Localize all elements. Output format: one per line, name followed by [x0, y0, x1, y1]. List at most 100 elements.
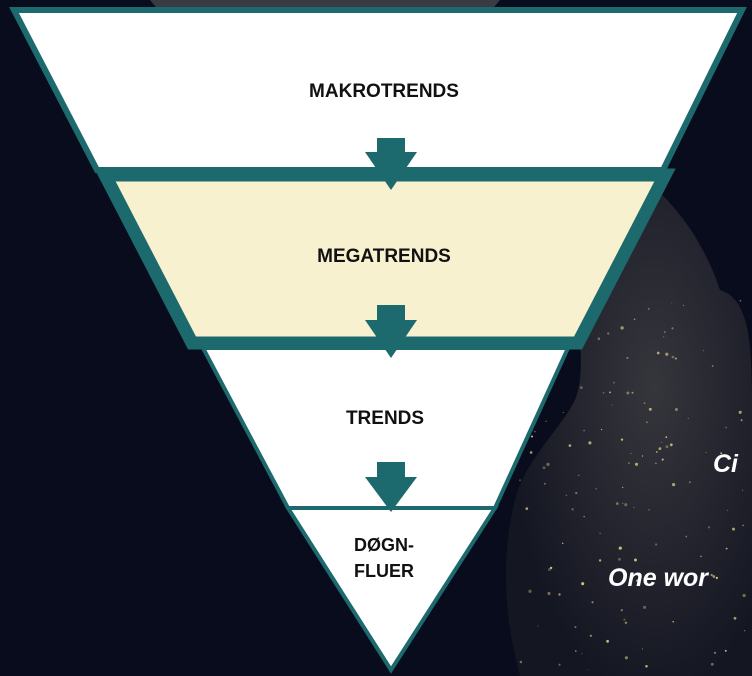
city-light [742, 489, 744, 491]
city-light [599, 532, 601, 534]
city-light [519, 660, 523, 664]
city-light [529, 451, 533, 454]
city-light [589, 634, 593, 638]
city-light [623, 618, 626, 621]
city-light [712, 575, 716, 578]
city-light [641, 648, 644, 650]
city-light [518, 479, 522, 482]
city-light [643, 402, 646, 405]
city-light [534, 430, 536, 433]
city-light [661, 458, 664, 461]
label-trends: TRENDS [345, 408, 425, 429]
city-light [672, 620, 674, 623]
background-text-line1: Ci [713, 450, 738, 478]
city-light [630, 452, 632, 454]
city-light [725, 547, 728, 550]
city-light [742, 524, 744, 527]
city-light [672, 483, 676, 487]
city-light [742, 593, 746, 598]
city-light [663, 336, 665, 338]
city-light [623, 572, 626, 575]
city-light [620, 326, 624, 330]
city-light [647, 308, 650, 310]
city-light [711, 365, 714, 367]
down-arrow-icon [365, 305, 417, 358]
city-light [537, 625, 539, 627]
city-light [591, 601, 594, 604]
city-light [656, 351, 660, 355]
funnel-level-megatrends [94, 168, 676, 350]
city-light [549, 566, 553, 570]
city-light [607, 332, 610, 335]
city-light [575, 491, 578, 495]
city-light [633, 506, 635, 509]
city-light [583, 515, 585, 518]
down-arrow-icon [365, 138, 417, 190]
city-light [611, 404, 613, 406]
city-light [530, 435, 534, 438]
city-light [597, 337, 601, 341]
city-light [710, 573, 713, 577]
city-light [724, 649, 727, 652]
city-light [645, 665, 648, 668]
city-light [588, 441, 592, 445]
city-light [646, 421, 648, 423]
city-light [627, 462, 630, 465]
city-light [655, 451, 658, 453]
landmass [505, 150, 752, 676]
city-light [665, 445, 669, 449]
city-light [636, 579, 639, 582]
down-arrow-icon [365, 462, 417, 512]
city-light [714, 651, 716, 654]
city-light [634, 462, 639, 466]
city-light [674, 357, 678, 360]
city-light [720, 452, 723, 455]
city-light [663, 331, 666, 333]
city-light [579, 386, 583, 389]
city-light [595, 488, 597, 490]
city-light [624, 621, 628, 624]
city-light [620, 438, 624, 441]
city-light [525, 507, 529, 510]
city-light [682, 304, 685, 307]
city-light [626, 391, 630, 395]
city-light [618, 557, 621, 561]
city-light [738, 410, 742, 414]
city-light [700, 555, 702, 558]
city-light [641, 455, 644, 457]
city-light [612, 381, 615, 384]
city-light [732, 527, 735, 531]
city-light [740, 419, 743, 422]
city-light [710, 662, 714, 666]
city-light [602, 391, 605, 394]
city-light [669, 443, 673, 447]
city-light [606, 639, 609, 643]
city-light [715, 576, 718, 580]
city-light [558, 663, 561, 666]
city-light [671, 302, 673, 304]
city-light [609, 391, 611, 394]
city-light [545, 420, 547, 423]
city-light [658, 447, 662, 451]
city-light [622, 502, 624, 504]
city-light [702, 349, 705, 352]
city-light [671, 355, 675, 359]
city-light [598, 559, 602, 562]
city-light [743, 629, 746, 632]
city-light [634, 558, 637, 562]
city-light [739, 299, 742, 302]
city-light [583, 429, 585, 432]
city-light [687, 417, 689, 419]
city-light [661, 441, 663, 443]
city-light [631, 391, 634, 394]
city-light [725, 426, 727, 429]
city-light [633, 318, 636, 321]
city-light [546, 462, 550, 467]
background-text-line2: One wor [608, 564, 709, 592]
city-light [574, 626, 577, 629]
city-light [671, 327, 674, 330]
city-light [643, 605, 647, 609]
city-light [528, 589, 532, 593]
label-megatrends: MEGATRENDS [317, 246, 451, 267]
city-light [575, 650, 577, 652]
